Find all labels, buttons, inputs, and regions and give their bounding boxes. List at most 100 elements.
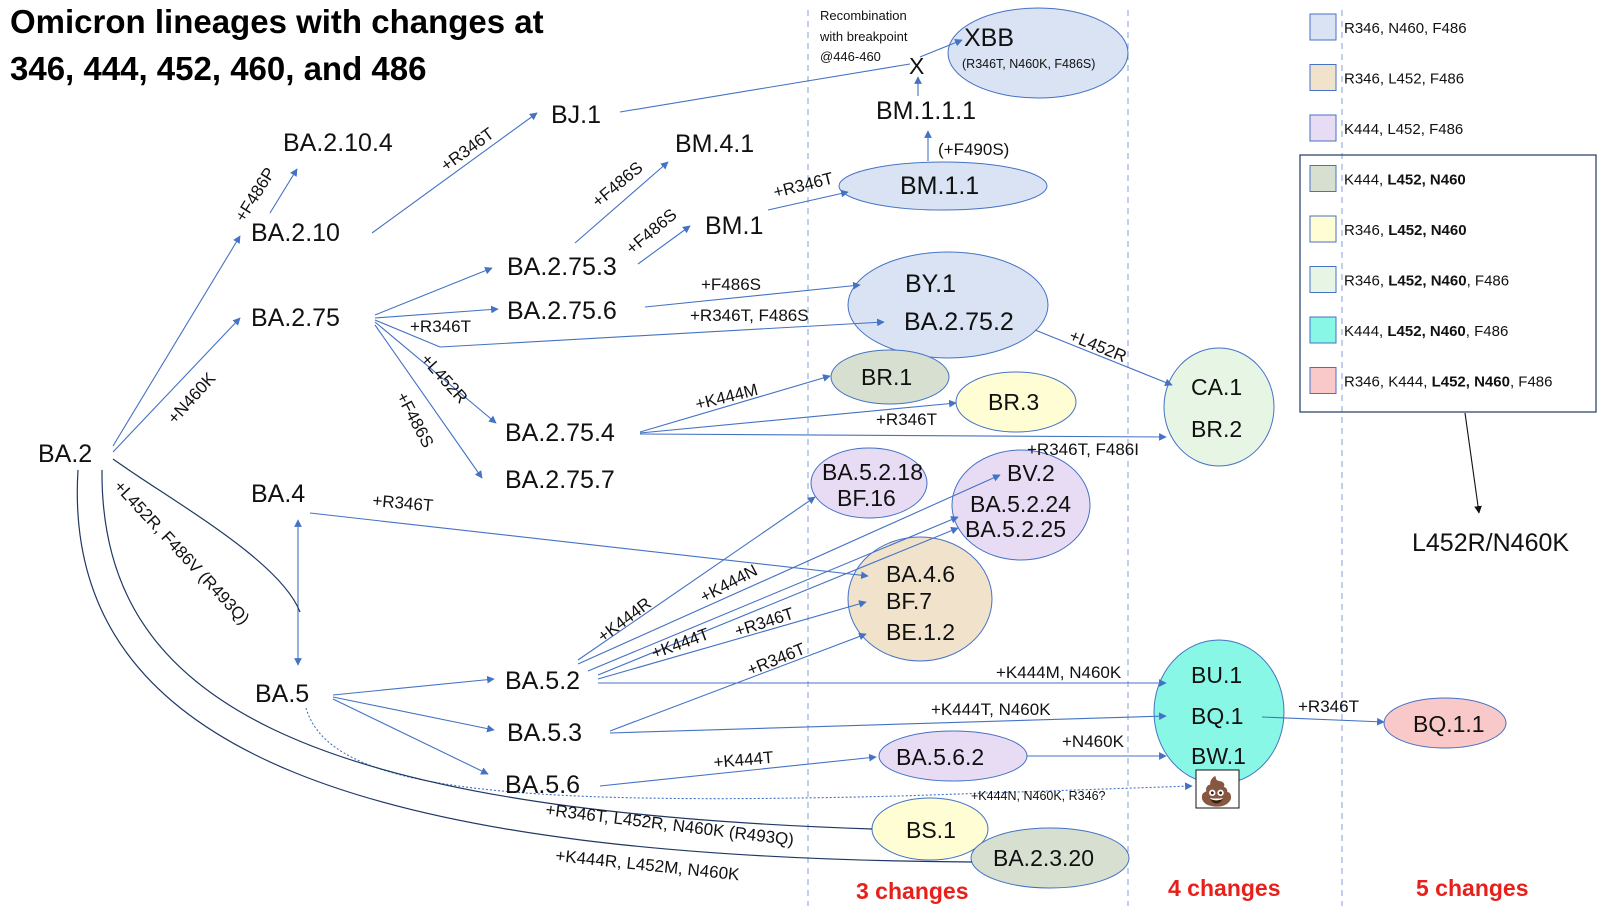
edge-ba56-ba562 [599,753,877,787]
node-bm1: BM.1 [705,212,763,240]
mut-f486s-by1: +F486S [701,275,761,294]
edge-ba53-be12 [609,632,867,732]
node-ba2: BA.2 [38,440,92,468]
node-br1-ellipse [830,349,950,405]
node-ba2320-ellipse [970,827,1130,889]
node-ba2320: BA.2.3.20 [993,845,1094,871]
node-ba5224: BA.5.2.24 [970,491,1071,517]
mut-k444m: +K444M [693,380,759,414]
edge-ba275-ba2753 [374,267,493,316]
node-by1: BY.1 [905,270,956,298]
node-bv2: BV.2 [1007,460,1055,486]
curve-ba2-ba2320 [76,469,973,863]
node-bv2-ellipse [951,449,1091,561]
legend-group-label: L452R/N460K [1412,529,1569,557]
edge-ba5-ba52 [332,675,495,696]
mut-l452r-f486v: +L452R, F486V (R493Q) [110,477,253,629]
mut-r346t-f486s: +R346T, F486S [690,306,809,325]
edge-x-xbb [919,39,963,58]
edge-ba210-bj1 [371,112,538,234]
mut-f486p: +F486P [231,164,279,225]
mut-f486s-bm41: +F486S [588,158,646,211]
mut-f486s-2757: +F486S [392,389,437,451]
node-ba5218-ellipse [810,447,928,519]
edge-ba5-ba56 [332,698,489,775]
node-br1: BR.1 [861,364,912,390]
node-ba275: BA.2.75 [251,304,340,332]
legend-group-arrow [1464,412,1482,514]
node-br3: BR.3 [988,389,1039,415]
node-bq11: BQ.1.1 [1413,711,1485,737]
mut-r346t-f486i: +R346T, F486I [1027,440,1139,459]
label-3-changes: 3 changes [856,878,969,904]
legend-swatch-7 [1309,316,1337,344]
edge-ba2754-br1 [639,374,831,433]
edge-ba2753-bm41 [574,161,669,244]
edge-ba2-ba275 [112,317,241,453]
mut-k444r-l452m-n460k: +K444R, L452M, N460K [555,846,741,884]
label-5-changes: 5 changes [1416,875,1529,901]
node-ba2752: BA.2.75.2 [904,308,1014,336]
node-ba5: BA.5 [255,680,309,708]
legend-label-3: K444, L452, F486 [1344,121,1463,138]
node-xbb: XBB [964,24,1014,52]
node-xbb-ellipse [947,7,1129,99]
node-br2: BR.2 [1191,416,1242,442]
mut-r346t-ba46: +R346T [732,604,796,641]
edge-ba275-ba2752b [439,318,885,348]
mut-r346t-2756: +R346T [410,317,471,336]
edge-ba52-bv2 [577,474,1001,665]
legend-swatch-1 [1309,13,1337,41]
node-poop-box [1195,769,1240,809]
node-ba5225: BA.5.2.25 [965,516,1066,542]
edge-bq1-bq11 [1261,716,1385,726]
poop-icon: 💩 [1199,775,1234,808]
node-bs1: BS.1 [906,817,956,843]
mut-f486s-bm1: +F486S [622,205,680,258]
legend-label-2: R346, L452, F486 [1344,71,1464,88]
node-ca1-ellipse [1163,347,1275,467]
legend-label-4: K444, L452, N460 [1344,172,1466,189]
node-ba46-ellipse [847,536,993,662]
node-bm111: BM.1.1.1 [876,97,976,125]
node-labels: BA.2 BA.2.10.4 BA.2.10 BA.2.75 BJ.1 BM.4… [38,24,1485,871]
node-xbb-mutations: (R346T, N460K, F486S) [962,57,1095,71]
legend-swatch-8 [1309,367,1337,394]
node-bm41: BM.4.1 [675,130,754,158]
edge-ba4-ba46 [309,512,869,580]
mut-k444n-n460k-r346: +K444N, N460K, R346? [971,789,1106,803]
edge-ba2754-br2 [639,433,1167,441]
mut-k444m-n460k: +K444M, N460K [996,663,1122,682]
node-ba2756: BA.2.75.6 [507,297,617,325]
edge-ba52-ba5218 [577,496,816,661]
edge-ba275-ba2757 [374,324,483,479]
node-bq1: BQ.1 [1191,703,1243,729]
edge-ba52-ba5225 [597,527,959,676]
legend-label-7: K444, L452, N460, F486 [1344,323,1508,340]
node-bw1: BW.1 [1191,743,1246,769]
node-ba210: BA.2.10 [251,219,340,247]
edge-ba2752-ca1 [1034,329,1173,386]
legend-label-5: R346, L452, N460 [1344,222,1467,239]
curve-ba2-bs1 [101,469,873,830]
node-bf7: BF.7 [886,588,932,614]
node-ba4: BA.4 [251,480,305,508]
legend-label-8: R346, K444, L452, N460, F486 [1344,374,1552,391]
edge-ba210-ba2104 [269,168,298,214]
legend-swatch-3 [1309,114,1337,142]
recombination-marker: X [909,53,924,79]
curve-ba2-ba5 [112,458,301,613]
node-bm11-ellipse [838,161,1048,211]
edge-ba2754-br3 [639,399,957,434]
node-by1-ellipse [847,251,1049,359]
mut-l452r-ca1: +L452R [1067,326,1130,366]
mut-k444n: +K444N [697,561,761,607]
node-ca1: CA.1 [1191,374,1242,400]
legend-swatch-6 [1309,266,1337,293]
mut-r346t-bq11: +R346T [1298,697,1359,716]
node-ba52: BA.5.2 [505,667,580,695]
node-ba5218: BA.5.2.18 [822,459,923,485]
mut-r346t-l452r-n460k: +R346T, L452R, N460K (R493Q) [545,800,795,849]
